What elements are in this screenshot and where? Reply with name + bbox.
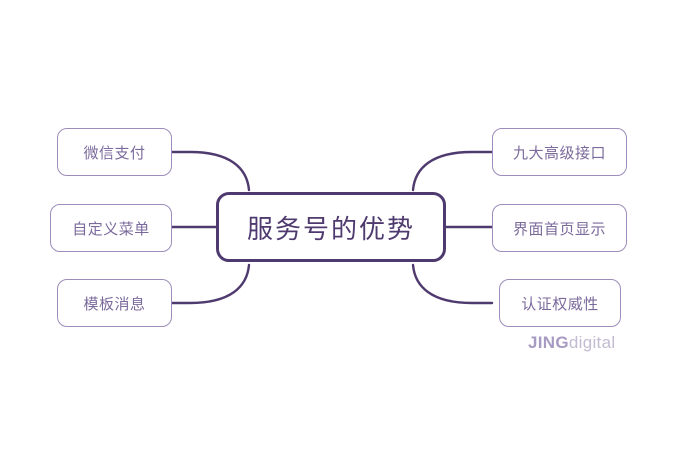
watermark-bold-text: JING: [528, 333, 569, 352]
leaf-node-right-3-label: 认证权威性: [521, 295, 599, 313]
leaf-node-left-1-label: 微信支付: [83, 144, 146, 162]
leaf-node-right-1[interactable]: 九大高级接口: [492, 128, 627, 176]
connector-left-top: [170, 150, 251, 192]
leaf-node-left-1[interactable]: 微信支付: [57, 128, 172, 176]
leaf-node-left-3-label: 模板消息: [83, 295, 146, 313]
watermark-logo: JING digital: [528, 333, 615, 353]
leaf-node-right-1-label: 九大高级接口: [512, 144, 606, 162]
center-node-label: 服务号的优势: [246, 213, 415, 244]
leaf-node-left-2-label: 自定义菜单: [72, 220, 150, 238]
leaf-node-left-2[interactable]: 自定义菜单: [50, 204, 172, 252]
leaf-node-right-3[interactable]: 认证权威性: [499, 279, 621, 327]
leaf-node-right-2[interactable]: 界面首页显示: [492, 204, 627, 252]
watermark-light-text: digital: [568, 333, 616, 352]
connector-right-top: [411, 150, 494, 192]
center-node[interactable]: 服务号的优势: [216, 192, 446, 262]
connector-right-bottom: [411, 263, 494, 305]
leaf-node-right-2-label: 界面首页显示: [512, 220, 606, 238]
connector-left-bottom: [170, 263, 251, 305]
leaf-node-left-3[interactable]: 模板消息: [57, 279, 172, 327]
